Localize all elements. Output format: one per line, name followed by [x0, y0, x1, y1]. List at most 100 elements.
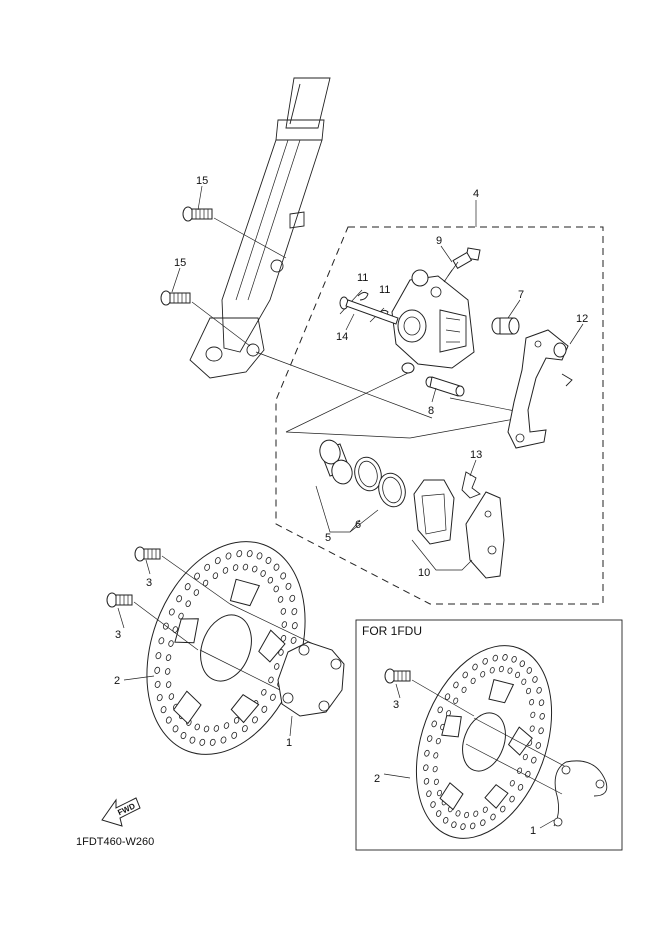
disc-drill-hole: [261, 705, 268, 713]
slide-pin-boot-7: [491, 317, 520, 335]
disc-drill-hole: [430, 801, 436, 808]
disc-drill-hole: [222, 567, 229, 574]
disc-drill-hole: [185, 600, 191, 608]
disc-drill-hole: [261, 688, 267, 696]
callout-1: 1: [286, 737, 292, 749]
callout-9: 9: [436, 235, 442, 247]
brake-disc-2: [146, 541, 306, 755]
disc-drill-hole: [189, 736, 196, 744]
disc-drill-hole: [498, 665, 504, 673]
disc-drill-hole: [168, 693, 175, 700]
disc-drill-hole: [509, 780, 515, 787]
disc-drill-hole: [290, 636, 297, 644]
disc-drill-hole: [489, 667, 495, 674]
inset-brake-disc-2: [415, 645, 553, 839]
drawing-code: 1FDT460-W260: [76, 836, 154, 848]
disc-drill-hole: [168, 608, 175, 616]
brake-caliper-body: [391, 269, 475, 374]
disc-drill-hole: [532, 676, 538, 683]
disc-drill-hole: [267, 576, 274, 584]
disc-drill-hole: [435, 738, 441, 745]
disc-drill-hole: [492, 654, 498, 662]
piston-seal-6b: [378, 472, 406, 508]
leader-lines: [117, 185, 584, 829]
disc-drill-hole: [273, 563, 280, 571]
disc-drill-hole: [517, 783, 524, 791]
disc-drill-hole: [236, 550, 243, 558]
disc-drill-hole: [252, 565, 258, 573]
disc-drill-hole: [260, 570, 266, 577]
disc-drill-hole: [453, 681, 459, 689]
inset-lock-plate-1: [553, 760, 608, 827]
disc-drill-hole: [431, 720, 437, 728]
bolt-15-lower: [160, 290, 251, 347]
disc-drill-hole: [432, 766, 438, 773]
pad-pin-bolt-14: [339, 296, 399, 325]
disc-drill-hole: [268, 676, 274, 684]
disc-drill-hole: [502, 654, 508, 661]
callout-12: 12: [576, 313, 588, 325]
disc-bolt-3-lower: [106, 592, 199, 651]
disc-drill-hole: [265, 556, 272, 564]
lock-plate-1: [277, 641, 345, 717]
callout-13: 13: [470, 449, 482, 461]
bleed-screw-9: [443, 247, 481, 283]
piston-5: [319, 439, 353, 485]
callout-11-left: 11: [357, 272, 368, 284]
disc-drill-hole: [529, 699, 535, 706]
disc-drill-hole: [522, 753, 528, 761]
disc-drill-hole: [526, 687, 532, 695]
callout-3-lower: 3: [115, 629, 121, 641]
disc-drill-hole: [274, 663, 280, 670]
disc-drill-hole: [285, 582, 292, 590]
disc-drill-hole: [433, 778, 439, 785]
disc-drill-hole: [462, 671, 468, 679]
inset-callout-3: 3: [393, 699, 399, 711]
callout-5: 5: [325, 532, 331, 544]
brake-pad-10a: [413, 479, 455, 545]
disc-drill-hole: [209, 738, 216, 746]
disc-drill-hole: [536, 687, 542, 694]
disc-drill-hole: [451, 821, 457, 829]
disc-drill-hole: [423, 764, 429, 771]
inset-title: FOR 1FDU: [362, 624, 422, 638]
disc-drill-hole: [519, 660, 526, 667]
disc-drill-hole: [453, 697, 459, 704]
disc-drill-hole: [437, 706, 443, 714]
disc-drill-hole: [176, 595, 183, 603]
disc-drill-hole: [470, 822, 476, 830]
caliper-bracket-12: [507, 329, 573, 449]
inset-disc-bolt-3: [384, 668, 475, 717]
disc-drill-hole: [539, 713, 545, 720]
disc-drill-hole: [160, 706, 167, 714]
disc-drill-hole: [427, 735, 433, 742]
disc-drill-hole: [507, 667, 513, 674]
disc-drill-hole: [280, 572, 287, 580]
disc-drill-hole: [193, 589, 200, 596]
disc-drill-hole: [470, 677, 476, 685]
disc-drill-hole: [444, 693, 451, 701]
disc-drill-hole: [535, 742, 541, 749]
disc-drill-hole: [473, 810, 479, 817]
disc-drill-hole: [172, 725, 179, 733]
inset-callout-2: 2: [374, 773, 380, 785]
disc-drill-hole: [423, 777, 430, 785]
disc-drill-hole: [538, 727, 544, 735]
disc-drill-hole: [223, 722, 230, 729]
disc-drill-hole: [180, 732, 187, 740]
callout-11-right: 11: [379, 284, 390, 296]
disc-drill-hole: [433, 752, 439, 759]
disc-drill-hole: [168, 640, 174, 647]
disc-drill-hole: [252, 716, 258, 724]
disc-drill-hole: [480, 671, 486, 678]
disc-drill-hole: [199, 738, 206, 746]
disc-drill-hole: [472, 663, 478, 671]
bolt-15-upper: [182, 206, 287, 259]
disc-drill-hole: [509, 795, 515, 803]
disc-drill-hole: [291, 622, 298, 630]
disc-drill-hole: [289, 594, 296, 602]
disc-drill-hole: [482, 658, 488, 665]
disc-drill-hole: [242, 563, 249, 571]
disc-drill-hole: [291, 608, 298, 616]
